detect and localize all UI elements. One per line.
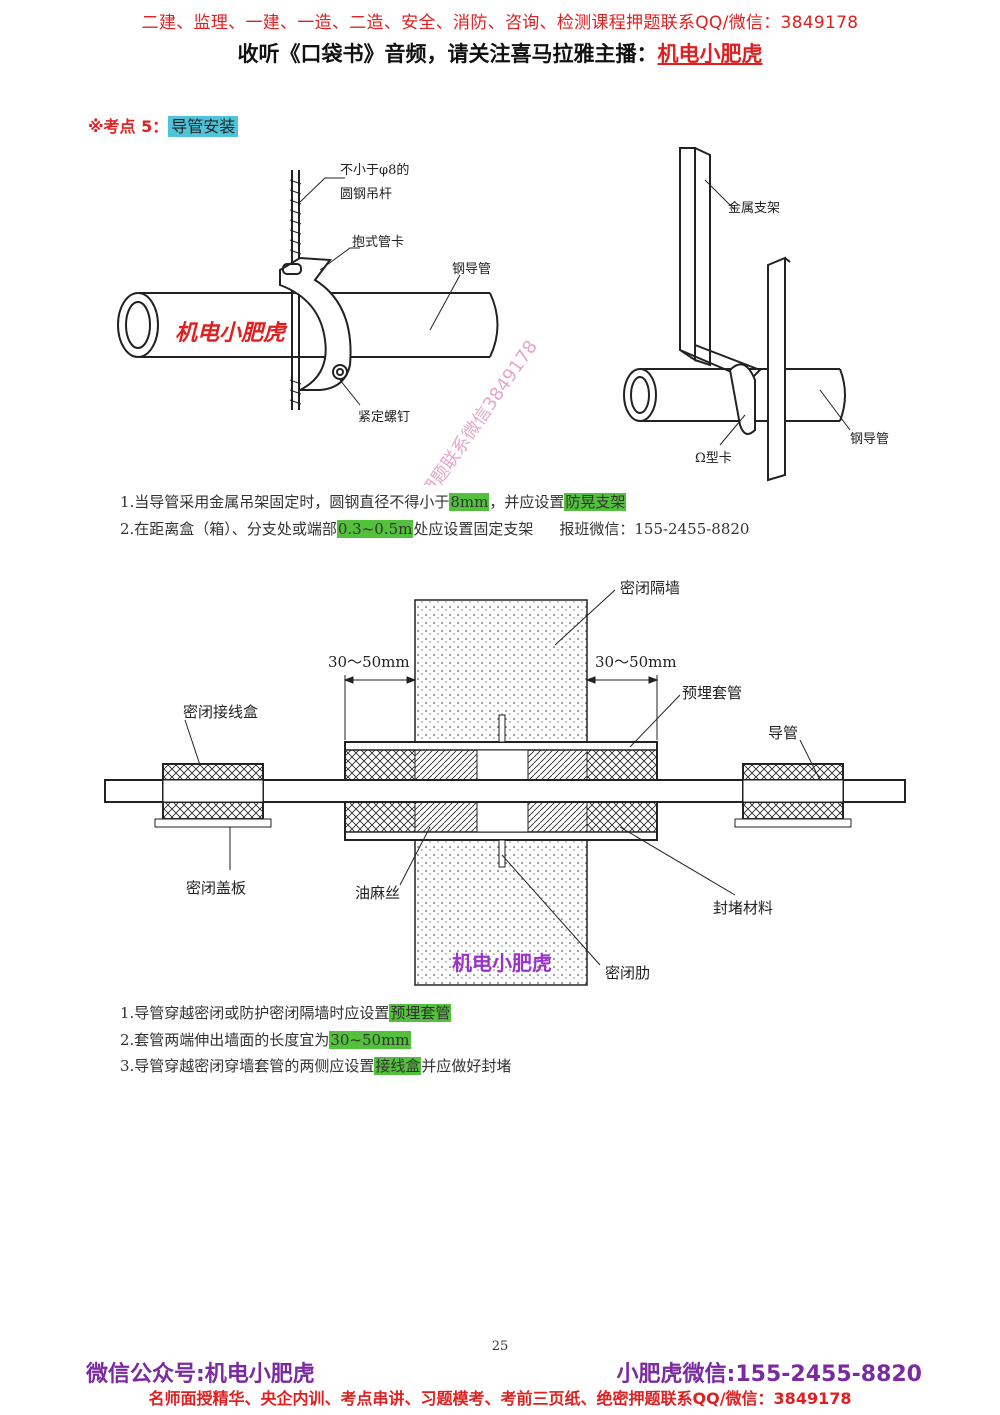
label-rod-2: 圆钢吊杆	[340, 187, 392, 202]
label-rod: 不小于φ8的	[340, 162, 409, 178]
note1-line1: 1.当导管采用金属吊架固定时，圆钢直径不得小于8mm，并应设置防晃支架	[120, 491, 627, 512]
dim-right: 30～50mm	[595, 653, 677, 671]
label-cover: 密闭盖板	[186, 879, 246, 897]
section-topic: 导管安装	[168, 116, 239, 137]
note1-line2: 2.在距离盒（箱）、分支处或端部0.3~0.5m处应设置固定支架 报班微信：155…	[120, 518, 749, 539]
note1-2-highlight: 0.3~0.5m	[336, 520, 414, 538]
figure-conduit-hanger: 不小于φ8的 圆钢吊杆 抱式管卡 钢导管 紧定螺钉 机电小肥虎 金属支架 钢导管…	[117, 147, 889, 485]
label-seal: 封堵材料	[713, 899, 773, 917]
note2-2-highlight: 30~50mm	[329, 1031, 411, 1049]
label-screw: 紧定螺钉	[358, 410, 410, 425]
note2-line1: 1.导管穿越密闭或防护密闭隔墙时应设置预埋套管	[120, 1002, 452, 1023]
label-omega: Ω型卡	[695, 451, 732, 466]
note1-1-highlight-b: 防晃支架	[564, 493, 627, 511]
bracket-drawing	[623, 147, 846, 482]
note2-2-text: 2.套管两端伸出墙面的长度宜为	[120, 1031, 330, 1049]
label-steel-pipe: 钢导管	[452, 262, 491, 277]
hanger-drawing	[117, 170, 499, 410]
footer-wechat-contact: 小肥虎微信:155-2455-8820	[616, 1362, 922, 1387]
label-clamp: 抱式管卡	[352, 234, 404, 250]
section-marker: ※考点 5：	[88, 117, 169, 136]
figure-wall-penetration: 密闭隔墙 30～50mm 30～50mm 预埋套管 密闭接线盒 导管 密闭盖板 …	[104, 579, 906, 986]
note2-line2: 2.套管两端伸出墙面的长度宜为30~50mm	[120, 1029, 411, 1050]
watermark-left: 机电小肥虎	[175, 321, 288, 346]
note1-2-text: 2.在距离盒（箱）、分支处或端部	[120, 520, 337, 538]
note1-2-mid: 处应设置固定支架	[413, 520, 534, 538]
note2-line3: 3.导管穿越密闭穿墙套管的两侧应设置接线盒并应做好封堵	[120, 1055, 511, 1076]
watermark-wall: 机电小肥虎	[452, 951, 552, 975]
note2-1-highlight: 预埋套管	[389, 1004, 452, 1022]
header-audio-prefix: 收听《口袋书》音频，请关注喜马拉雅主播：	[237, 42, 658, 66]
note2-3-highlight: 接线盒	[374, 1057, 422, 1075]
label-rib: 密闭肋	[605, 964, 650, 982]
section-heading: ※考点 5：导管安装	[88, 113, 239, 137]
label-steel-pipe-2: 钢导管	[850, 432, 889, 447]
label-hemp: 油麻丝	[355, 884, 400, 902]
footer-course-line: 名师面授精华、央企内训、考点串讲、习题模考、考前三页纸、绝密押题联系QQ/微信：…	[148, 1389, 852, 1408]
diagonal-watermark: 押题联系微信3849178	[417, 337, 542, 485]
footer-wechat-official: 微信公众号:机电小肥虎	[86, 1362, 315, 1387]
note1-2-contact: 报班微信：155-2455-8820	[559, 520, 750, 538]
note2-3-text: 3.导管穿越密闭穿墙套管的两侧应设置	[120, 1057, 375, 1075]
page-number: 25	[491, 1339, 509, 1354]
note1-1-mid: ，并应设置	[489, 493, 565, 511]
label-bracket: 金属支架	[728, 200, 780, 216]
note2-3-post: 并应做好封堵	[421, 1057, 512, 1075]
header-audio-line: 收听《口袋书》音频，请关注喜马拉雅主播：机电小肥虎	[0, 38, 1000, 68]
conduit	[104, 779, 906, 803]
label-conduit: 导管	[768, 724, 798, 742]
note1-1-highlight-a: 8mm	[449, 493, 490, 511]
note2-1-text: 1.导管穿越密闭或防护密闭隔墙时应设置	[120, 1004, 390, 1022]
dim-left: 30～50mm	[328, 653, 410, 671]
label-sleeve: 预埋套管	[682, 684, 742, 702]
label-wall: 密闭隔墙	[620, 579, 680, 597]
header-contact-line: 二建、监理、一建、一造、二造、安全、消防、咨询、检测课程押题联系QQ/微信：38…	[141, 13, 859, 33]
label-box: 密闭接线盒	[183, 703, 258, 721]
note1-1-text: 1.当导管采用金属吊架固定时，圆钢直径不得小于	[120, 493, 450, 511]
header-host-link[interactable]: 机电小肥虎	[657, 42, 763, 66]
